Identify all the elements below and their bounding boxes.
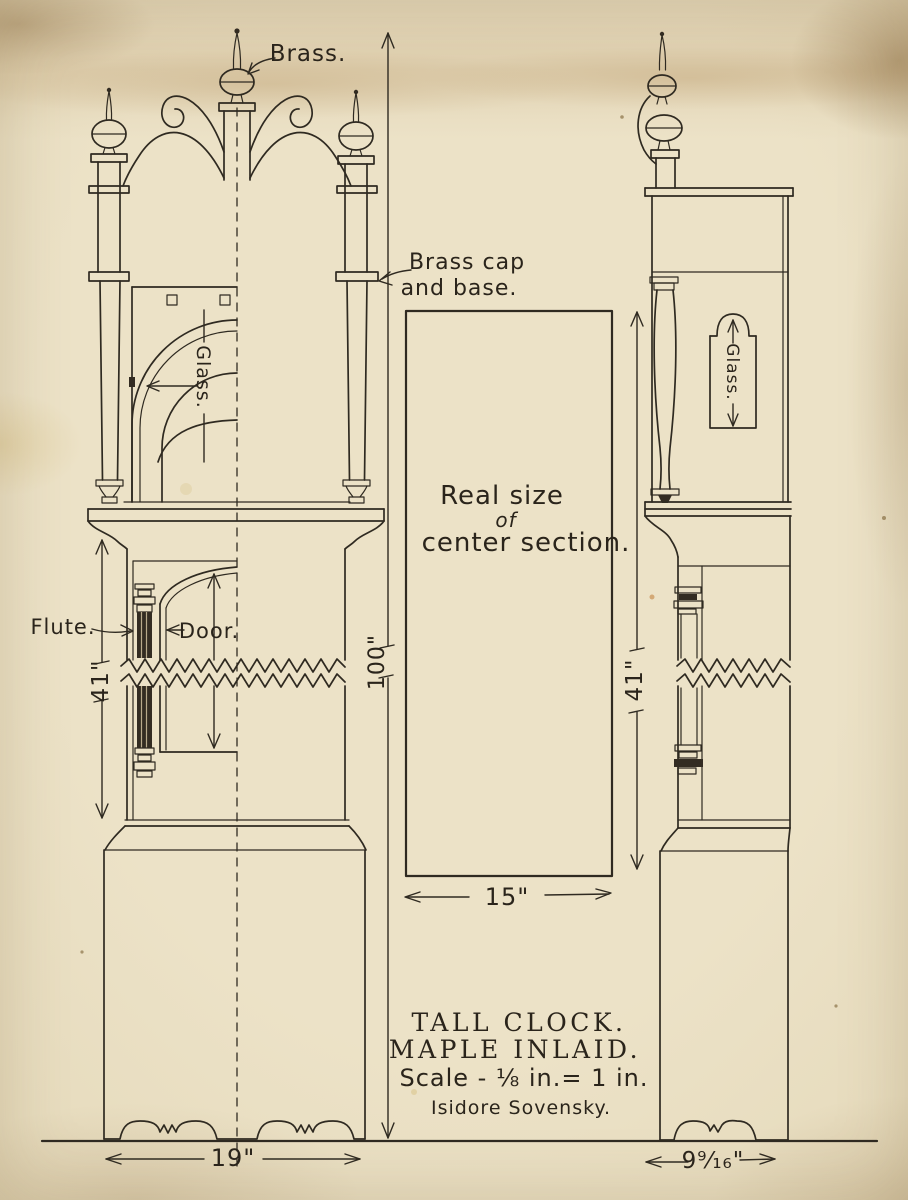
overall-height-dimension: 100"	[365, 32, 395, 1139]
down-arrowhead-icon	[95, 803, 109, 819]
down-arrowhead-icon	[727, 413, 739, 427]
drawing-title: TALL CLOCK.	[412, 1008, 627, 1037]
down-arrowhead-icon	[630, 854, 644, 870]
annotation-door: Door.	[166, 619, 239, 643]
brass-cap-label-line2: and base.	[401, 276, 518, 301]
front-height-dimension: 41"	[88, 539, 114, 819]
side-waist	[673, 515, 791, 829]
drawing-artist: Isidore Sovensky.	[431, 1097, 611, 1119]
right-arrowhead-icon	[344, 1153, 361, 1165]
brass-label: Brass.	[270, 41, 347, 67]
leader-arrowhead-icon	[247, 62, 260, 75]
side-glass-panel: Glass.	[709, 313, 757, 429]
side-colonette	[649, 276, 680, 503]
annotation-brass: Brass.	[247, 41, 347, 75]
drawing-scale: Scale - ⅛ in.= 1 in.	[399, 1064, 648, 1092]
center-section: Real size of center section. 15"	[404, 309, 631, 911]
real-size-line2: of	[495, 508, 518, 532]
front-section-height-label: 41"	[88, 660, 114, 703]
front-skirt	[103, 1120, 366, 1140]
real-size-line3: center section.	[422, 528, 631, 558]
side-finials	[637, 31, 683, 189]
left-arrowhead-icon	[146, 380, 160, 392]
front-base	[103, 819, 367, 1140]
front-flute-column	[133, 583, 156, 778]
side-hood	[644, 187, 794, 503]
front-base-width-label: 19"	[211, 1144, 256, 1172]
front-left-finial	[88, 87, 130, 282]
flute-label: Flute.	[30, 615, 95, 639]
center-width-dimension: 15"	[404, 883, 612, 911]
front-door-dimension	[207, 573, 221, 749]
side-base	[659, 827, 791, 1141]
front-elevation: Glass.	[87, 28, 385, 1173]
front-glass-callout: Glass.	[146, 309, 214, 463]
leader-arrowhead-icon	[378, 271, 393, 286]
front-dial-arch	[129, 286, 238, 503]
side-depth-dimension: 9⁹⁄₁₆"	[645, 1148, 776, 1174]
front-door-lock	[129, 377, 135, 387]
left-arrowhead-icon	[404, 891, 421, 903]
overall-height-label: 100"	[365, 634, 390, 690]
front-break-line	[120, 658, 346, 688]
side-scroll-edge	[637, 95, 657, 165]
title-block: TALL CLOCK. MAPLE INLAID. Scale - ⅛ in.=…	[389, 1008, 648, 1119]
side-base-depth-label: 9⁹⁄₁₆"	[682, 1148, 745, 1174]
leader-arrowhead-icon	[120, 624, 134, 637]
right-arrowhead-icon	[759, 1153, 776, 1165]
front-width-dimension: 19"	[105, 1144, 361, 1172]
down-arrowhead-icon	[381, 1122, 395, 1139]
glass-front-label: Glass.	[192, 345, 214, 408]
side-quarter-column	[673, 586, 704, 775]
front-left-colonette	[95, 280, 124, 504]
center-width-label: 15"	[485, 883, 530, 911]
front-hood-cornice	[87, 501, 385, 550]
door-label: Door.	[179, 619, 239, 643]
center-section-outline	[404, 309, 614, 878]
side-skirt	[659, 1119, 789, 1141]
front-right-colonette	[342, 280, 371, 504]
side-cornice	[644, 501, 792, 558]
annotation-brass-cap: Brass cap and base.	[378, 250, 525, 301]
drawing-material: MAPLE INLAID.	[389, 1035, 641, 1064]
front-waist-door	[159, 566, 238, 753]
down-arrowhead-icon	[207, 733, 221, 749]
front-right-finial	[335, 89, 379, 282]
annotation-flute: Flute.	[30, 615, 134, 639]
front-waist	[126, 548, 346, 821]
front-center-finial	[218, 28, 256, 181]
side-elevation: Glass.	[637, 31, 794, 1141]
side-break-line	[676, 658, 791, 688]
side-section-height-label: 41"	[622, 659, 648, 702]
side-height-dimension: 41"	[622, 311, 648, 870]
real-size-line1: Real size	[440, 481, 564, 511]
brass-cap-label-line1: Brass cap	[409, 250, 525, 275]
right-arrowhead-icon	[595, 888, 612, 900]
glass-side-label: Glass.	[722, 343, 742, 400]
paper-stains	[80, 115, 886, 1095]
front-swan-neck-scrolls	[122, 95, 352, 187]
